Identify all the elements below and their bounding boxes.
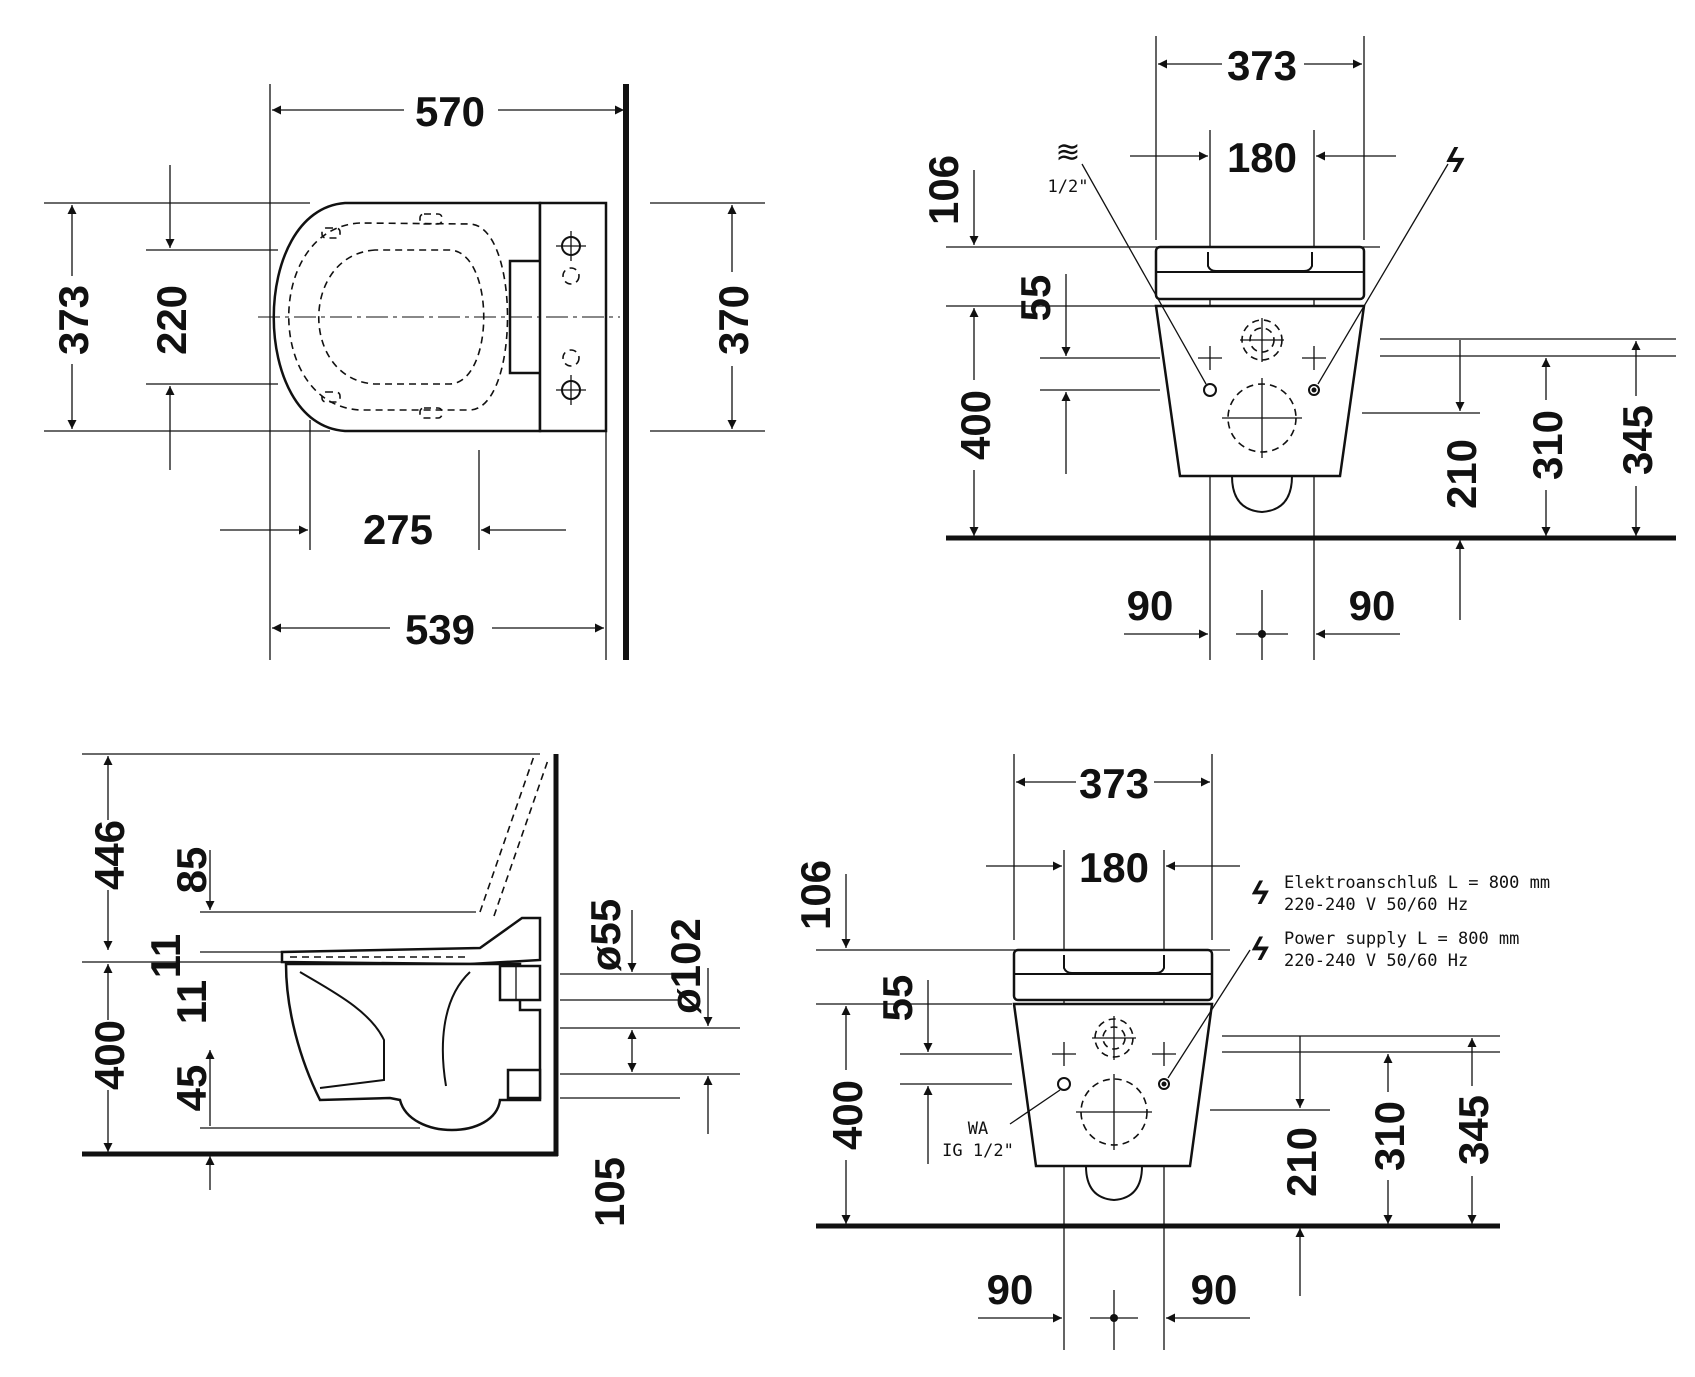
note-de-line2: 220-240 V 50/60 Hz <box>1284 895 1468 915</box>
note-en-line2: 220-240 V 50/60 Hz <box>1284 951 1468 971</box>
dim-90-right: 90 <box>1349 582 1396 629</box>
seat-side <box>280 916 542 966</box>
dim-310: 310 <box>1366 1101 1413 1171</box>
dim-373-left: 373 <box>50 285 97 355</box>
dim-45: 45 <box>168 1065 215 1112</box>
dim-11b: 11 <box>168 980 215 1024</box>
dim-55: 55 <box>874 975 921 1022</box>
dim-90-right: 90 <box>1191 1266 1238 1313</box>
dim-210: 210 <box>1278 1127 1325 1197</box>
bowl-side <box>284 962 542 1132</box>
dim-400: 400 <box>952 390 999 460</box>
dim-373: 373 <box>1079 760 1149 807</box>
dim-345: 345 <box>1614 405 1661 475</box>
dim-310: 310 <box>1524 410 1571 480</box>
bowl-front <box>1154 304 1366 478</box>
wa-label: WA <box>968 1119 988 1139</box>
dim-446: 446 <box>86 820 133 890</box>
dim-90-left: 90 <box>1127 582 1174 629</box>
top-view: 570 539 275 373 220 370 <box>44 84 765 660</box>
inlet-block <box>498 964 542 1002</box>
front-view-1: ≋ 1/2" ϟ 373 180 106 55 400 210 310 345 … <box>920 36 1676 660</box>
dim-55: 55 <box>1012 275 1059 322</box>
power-icon: ϟ <box>1446 142 1465 180</box>
dim-d55: ø55 <box>582 899 629 971</box>
dim-220: 220 <box>148 285 195 355</box>
dim-105: 105 <box>586 1157 633 1227</box>
wa-size-label: IG 1/2" <box>942 1141 1014 1161</box>
dim-11a: 11 <box>142 934 189 978</box>
dim-400: 400 <box>86 1020 133 1090</box>
dim-180: 180 <box>1227 134 1297 181</box>
power-icon-de: ϟ <box>1252 875 1270 911</box>
dim-570: 570 <box>415 88 485 135</box>
dim-210: 210 <box>1438 439 1485 509</box>
dim-539: 539 <box>405 606 475 653</box>
water-size-label: 1/2" <box>1048 177 1089 197</box>
dim-85: 85 <box>168 847 215 894</box>
power-supply-notes: ϟ Elektroanschluß L = 800 mm 220-240 V 5… <box>1252 873 1551 971</box>
dim-370: 370 <box>710 285 757 355</box>
front-view-2: ϟ Elektroanschluß L = 800 mm 220-240 V 5… <box>792 754 1550 1350</box>
note-en-line1: Power supply L = 800 mm <box>1284 929 1519 949</box>
dim-106: 106 <box>920 155 967 225</box>
dim-373: 373 <box>1227 42 1297 89</box>
side-view: 446 85 11 11 400 45 ø55 ø102 105 <box>82 753 740 1227</box>
hinge-crosses <box>556 231 586 405</box>
dim-106: 106 <box>792 860 839 930</box>
dim-90-left: 90 <box>987 1266 1034 1313</box>
dim-180: 180 <box>1079 844 1149 891</box>
note-de-line1: Elektroanschluß L = 800 mm <box>1284 873 1550 893</box>
power-icon-en: ϟ <box>1252 931 1270 967</box>
dim-345: 345 <box>1450 1095 1497 1165</box>
bowl-front <box>1012 1002 1214 1168</box>
water-supply-icon: ≋ <box>1055 136 1080 169</box>
dim-400: 400 <box>824 1080 871 1150</box>
dim-275: 275 <box>363 506 433 553</box>
dim-d102: ø102 <box>662 918 709 1014</box>
